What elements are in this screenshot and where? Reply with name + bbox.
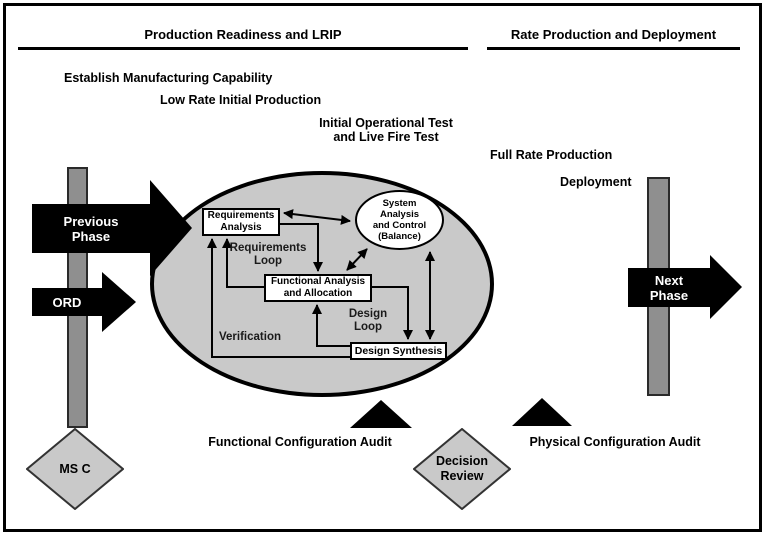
next-phase-arrow: Next Phase <box>628 268 710 307</box>
label-deployment: Deployment <box>560 175 632 189</box>
next-phase-arrowhead-icon <box>710 255 742 319</box>
label-physical-configuration-audit: Physical Configuration Audit <box>529 435 701 449</box>
previous-phase-arrow: Previous Phase <box>32 204 150 253</box>
box-design-synthesis: Design Synthesis <box>350 342 447 360</box>
phase-header-right: Rate Production and Deployment <box>510 27 717 42</box>
label-design-loop: Design Loop <box>348 308 388 333</box>
previous-phase-arrowhead-icon <box>150 180 192 276</box>
label-requirements-loop: Requirements Loop <box>229 242 307 267</box>
box-functional-analysis-allocation: Functional Analysis and Allocation <box>264 274 372 302</box>
label-initial-operational-test: Initial Operational Test and Live Fire T… <box>319 116 453 144</box>
label-ms-c: MS C <box>59 461 91 476</box>
ord-arrow: ORD <box>32 288 102 316</box>
phase-rule-right <box>487 47 740 50</box>
box-requirements-analysis: Requirements Analysis <box>202 208 280 236</box>
outer-border <box>3 3 762 532</box>
functional-audit-triangle-icon <box>350 400 412 428</box>
label-establish-manufacturing: Establish Manufacturing Capability <box>64 71 273 85</box>
phase-header-left: Production Readiness and LRIP <box>144 27 342 42</box>
physical-audit-triangle-icon <box>512 398 572 426</box>
ellipse-system-analysis-control: System Analysis and Control (Balance) <box>355 190 444 250</box>
label-verification: Verification <box>219 331 281 343</box>
label-decision-review: Decision Review <box>435 454 489 483</box>
ms-c-diamond <box>26 428 124 510</box>
decision-review-diamond <box>413 428 511 510</box>
label-functional-configuration-audit: Functional Configuration Audit <box>208 435 392 449</box>
label-low-rate-initial-production: Low Rate Initial Production <box>160 93 322 107</box>
ord-arrowhead-icon <box>102 272 136 332</box>
phase-rule-left <box>18 47 468 50</box>
label-full-rate-production: Full Rate Production <box>490 148 613 162</box>
